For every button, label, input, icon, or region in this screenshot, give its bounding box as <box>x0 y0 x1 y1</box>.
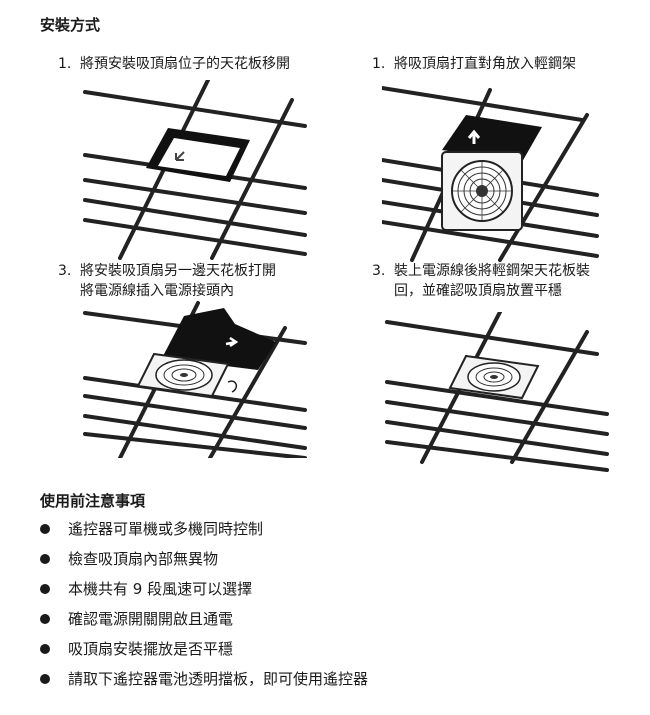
step-1-number: 1. <box>58 56 72 72</box>
note-text: 遙控器可單機或多機同時控制 <box>68 520 264 538</box>
note-text: 本機共有 9 段風速可以選擇 <box>68 580 253 598</box>
step-3-line1: 將安裝吸頂扇另一邊天花板打開 <box>80 263 276 279</box>
bullet-icon <box>40 524 50 534</box>
step-2-illustration <box>382 80 602 265</box>
step-4-line2: 回，並確認吸頂扇放置平穩 <box>394 283 562 299</box>
install-section-title: 安裝方式 <box>40 16 101 34</box>
note-text: 檢查吸頂扇內部無異物 <box>68 550 219 568</box>
note-item-5: 吸頂扇安裝擺放是否平穩 <box>40 639 368 669</box>
notes-section-title: 使用前注意事項 <box>40 492 146 510</box>
bullet-icon <box>40 584 50 594</box>
notes-list: 遙控器可單機或多機同時控制 檢查吸頂扇內部無異物 本機共有 9 段風速可以選擇 … <box>40 519 368 699</box>
note-item-3: 本機共有 9 段風速可以選擇 <box>40 579 368 609</box>
step-3-number: 3. <box>58 263 72 279</box>
step-2-line1: 將吸頂扇打直對角放入輕鋼架 <box>394 56 576 72</box>
bullet-icon <box>40 674 50 684</box>
step-1-illustration <box>80 80 310 260</box>
bullet-icon <box>40 614 50 624</box>
step-4-number: 3. <box>372 263 386 279</box>
step-4-illustration <box>382 312 612 472</box>
step-3-illustration <box>80 298 310 458</box>
note-item-6: 請取下遙控器電池透明擋板，即可使用遙控器 <box>40 669 368 699</box>
step-2-caption: 1. 將吸頂扇打直對角放入輕鋼架 <box>372 54 576 74</box>
step-3-line2: 將電源線插入電源接頭內 <box>80 283 234 299</box>
note-text: 請取下遙控器電池透明擋板，即可使用遙控器 <box>68 670 369 688</box>
step-4-line1: 裝上電源線後將輕鋼架天花板裝 <box>394 263 590 279</box>
step-2-number: 1. <box>372 56 386 72</box>
note-item-4: 確認電源開關開啟且通電 <box>40 609 368 639</box>
note-item-1: 遙控器可單機或多機同時控制 <box>40 519 368 549</box>
note-item-2: 檢查吸頂扇內部無異物 <box>40 549 368 579</box>
step-3-caption: 3. 將安裝吸頂扇另一邊天花板打開 將電源線插入電源接頭內 <box>58 261 276 301</box>
note-text: 確認電源開關開啟且通電 <box>68 610 234 628</box>
bullet-icon <box>40 644 50 654</box>
step-4-caption: 3. 裝上電源線後將輕鋼架天花板裝 回，並確認吸頂扇放置平穩 <box>372 261 590 301</box>
note-text: 吸頂扇安裝擺放是否平穩 <box>68 640 234 658</box>
bullet-icon <box>40 554 50 564</box>
step-1-line1: 將預安裝吸頂扇位子的天花板移開 <box>80 56 290 72</box>
step-1-caption: 1. 將預安裝吸頂扇位子的天花板移開 <box>58 54 290 74</box>
